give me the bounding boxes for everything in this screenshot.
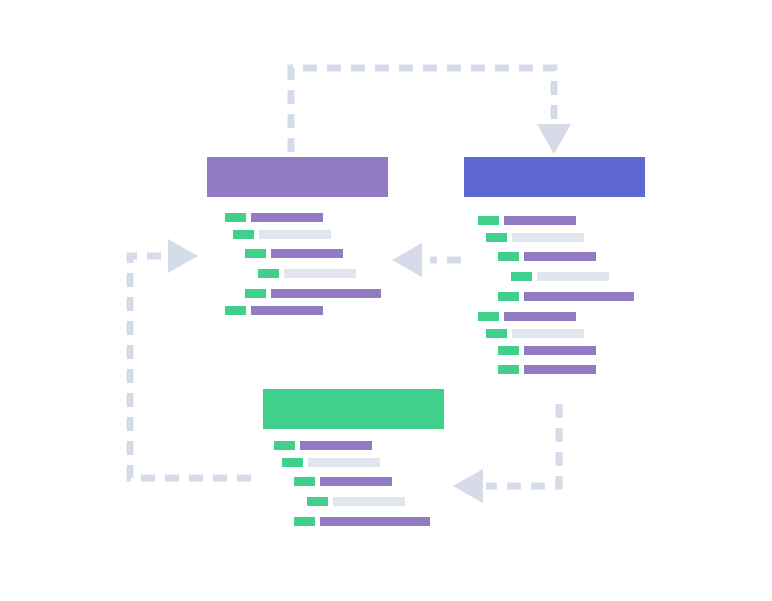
code-line-bar <box>300 441 372 450</box>
code-line-tag <box>294 517 315 526</box>
code-line-tag <box>245 289 266 298</box>
code-line-bar <box>512 233 584 242</box>
block-bottom <box>263 389 444 526</box>
code-line-tag <box>478 312 499 321</box>
connector-bottom-to-left <box>126 239 251 482</box>
arrow-head-left <box>453 469 483 503</box>
code-line-bar <box>251 306 323 315</box>
connector-right-to-bottom <box>453 404 563 503</box>
code-line-tag <box>498 365 519 374</box>
code-line-bar <box>537 272 609 281</box>
connector-right-to-left <box>392 243 461 277</box>
code-line-bar <box>271 289 381 298</box>
code-line-bar <box>333 497 405 506</box>
code-line-tag <box>233 230 254 239</box>
code-line-bar <box>284 269 356 278</box>
block-right <box>464 157 645 374</box>
arrow-head-down <box>537 124 571 154</box>
code-line-tag <box>498 346 519 355</box>
code-line-bar <box>320 477 392 486</box>
connector-line <box>126 252 251 482</box>
code-line-bar <box>524 365 596 374</box>
connector-line <box>486 404 563 490</box>
block-left <box>207 157 388 315</box>
code-line-bar <box>524 346 596 355</box>
code-line-tag <box>511 272 532 281</box>
code-line-tag <box>486 329 507 338</box>
code-line-tag <box>225 306 246 315</box>
code-line-tag <box>258 269 279 278</box>
code-line-tag <box>294 477 315 486</box>
code-line-tag <box>478 216 499 225</box>
code-line-bar <box>271 249 343 258</box>
block-right-header <box>464 157 645 197</box>
arrow-head-left <box>392 243 422 277</box>
code-line-bar <box>504 312 576 321</box>
code-line-bar <box>524 292 634 301</box>
code-line-bar <box>524 252 596 261</box>
blocks <box>207 157 645 526</box>
code-line-tag <box>498 292 519 301</box>
connectors <box>126 64 571 503</box>
code-line-tag <box>486 233 507 242</box>
code-line-tag <box>498 252 519 261</box>
block-left-header <box>207 157 388 197</box>
code-line-bar <box>320 517 430 526</box>
connector-loop-top <box>287 64 571 154</box>
arrow-head-right <box>168 239 198 273</box>
code-line-bar <box>308 458 380 467</box>
connector-line <box>287 64 558 152</box>
code-line-tag <box>225 213 246 222</box>
code-line-tag <box>245 249 266 258</box>
code-line-tag <box>307 497 328 506</box>
code-line-tag <box>274 441 295 450</box>
code-line-bar <box>251 213 323 222</box>
code-line-tag <box>282 458 303 467</box>
code-line-bar <box>504 216 576 225</box>
code-line-bar <box>259 230 331 239</box>
block-bottom-header <box>263 389 444 429</box>
code-line-bar <box>512 329 584 338</box>
